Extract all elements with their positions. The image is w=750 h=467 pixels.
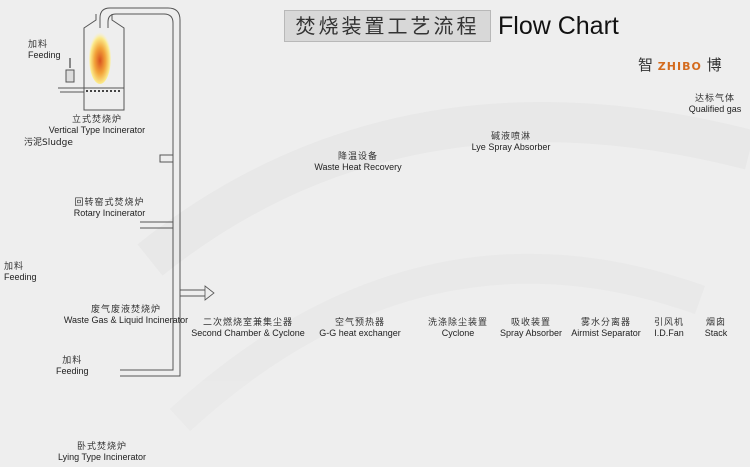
vertical-feed-label: 加料 Feeding (28, 40, 61, 60)
title-en: Flow Chart (498, 12, 619, 40)
arrow-to-second-chamber (204, 285, 215, 301)
title-zh: 焚烧装置工艺流程 (284, 10, 491, 42)
second-chamber-label: 二次燃烧室兼集尘器 Second Chamber & Cyclone (191, 318, 305, 338)
waste-heat-recovery-label: 降温设备 Waste Heat Recovery (314, 152, 402, 172)
spray-absorber-label: 吸收装置 Spray Absorber (499, 318, 563, 338)
rotary-incinerator-label: 回转窑式焚烧炉 Rotary Incinerator (73, 198, 146, 218)
lye-spray-label: 碱液喷淋 Lye Spray Absorber (471, 132, 551, 152)
id-fan-label: 引风机 I.D.Fan (653, 318, 684, 338)
logo-zh-right: 博 (706, 56, 722, 74)
logo: 智 ZHIBO 博 (638, 54, 722, 75)
logo-zh-left: 智 (638, 56, 654, 74)
cyclone-label: 洗涤除尘装置 Cyclone (427, 318, 488, 338)
lying-incinerator-label: 卧式焚烧炉 Lying Type Incinerator (57, 442, 147, 462)
rotary-feed-label: 污泥Sludge (24, 138, 73, 148)
vertical-incinerator (58, 14, 125, 111)
gg-heat-exchanger-label: 空气预热器 G-G heat exchanger (319, 318, 401, 338)
lying-feed-label: 加料 Feeding (56, 356, 89, 376)
logo-brand: ZHIBO (657, 60, 702, 73)
qualified-gas-label: 达标气体 Qualified gas (688, 94, 742, 114)
vertical-incinerator-label: 立式焚烧炉 Vertical Type Incinerator (48, 115, 146, 135)
stack-label: 烟囱 Stack (704, 318, 728, 338)
watermark (137, 102, 750, 432)
airmist-separator-label: 雾水分离器 Airmist Separator (571, 318, 641, 338)
waste-gas-incinerator-label: 废气废液焚烧炉 Waste Gas & Liquid Incinerator (63, 305, 189, 325)
waste-gas-feed-label: 加料 Feeding (4, 262, 37, 282)
